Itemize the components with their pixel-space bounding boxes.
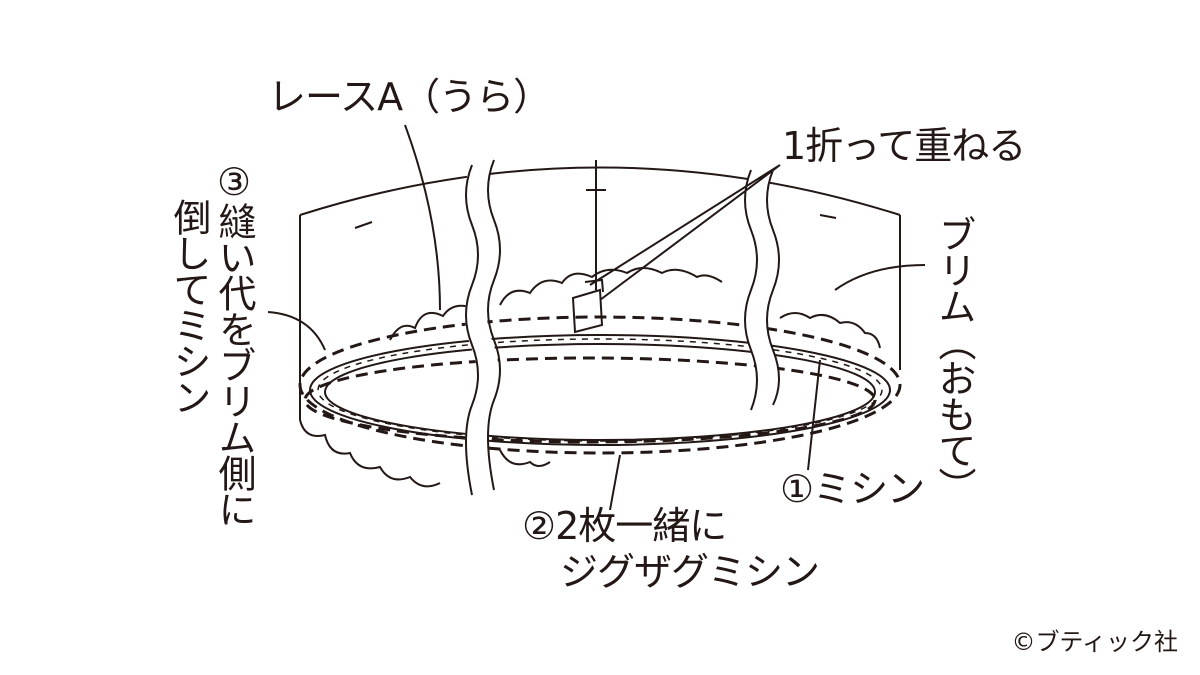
leader-machine — [807, 359, 821, 471]
cut-break-right — [745, 165, 779, 415]
grain-mark-left — [354, 221, 373, 229]
seam-stitch-line — [303, 356, 877, 444]
folded-lace-end — [571, 278, 604, 334]
brim-label: ブリム（おもて） — [932, 215, 976, 503]
leader-fold — [589, 164, 781, 301]
brim-inner-ring — [309, 334, 891, 446]
leader-seam — [267, 311, 326, 351]
fold-label: 1折って重ねる — [782, 124, 1026, 168]
cut-break-right-line2 — [766, 169, 780, 406]
lace-label: レースA（うら） — [268, 75, 551, 119]
lace-scallop-top — [389, 267, 881, 349]
zigzag-label-line2: ジグザグミシン — [560, 550, 820, 594]
zigzag-line — [317, 338, 883, 442]
leader-lace — [404, 124, 441, 311]
copyright: ©ブティック社 — [1011, 628, 1178, 656]
cut-break-left-line2 — [487, 159, 501, 491]
seam-label-col1: ③縫い代をブリム側に — [212, 160, 256, 526]
leader-zigzag — [609, 454, 621, 511]
seam-label-col2: 倒してミシン — [167, 198, 211, 414]
cut-break-left — [465, 160, 499, 498]
machine-stitch-line — [298, 315, 902, 455]
brim-inner-ring-2 — [324, 343, 876, 441]
leader-brim — [834, 264, 926, 291]
cut-break-right-line1 — [744, 169, 758, 411]
zigzag-label-line1: ②2枚一緒に — [522, 504, 727, 548]
grain-mark-right — [819, 214, 837, 219]
lace-scallop-bottom — [299, 419, 551, 488]
machine-label: ①ミシン — [780, 467, 925, 511]
center-mark — [586, 160, 606, 290]
brim-top-edge — [299, 166, 901, 216]
cut-break-left-line1 — [465, 164, 479, 496]
